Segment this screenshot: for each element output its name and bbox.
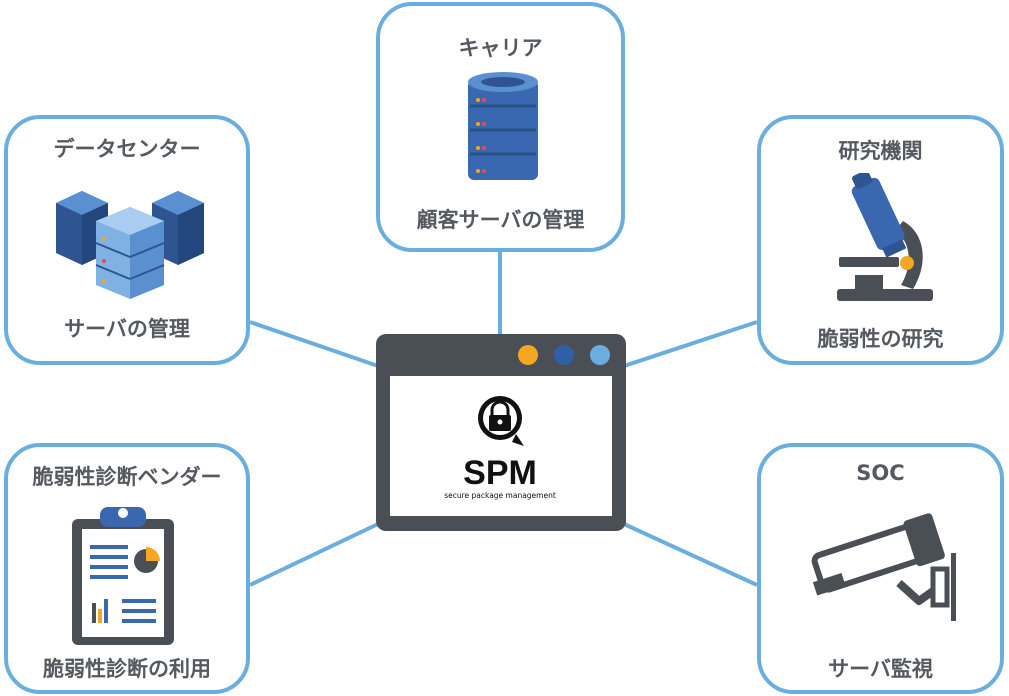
node-research: 研究機関 脆弱性の研究 [757, 115, 1004, 365]
node-datacenter: データセンター サーバの管理 [4, 115, 250, 365]
node-caption: 脆弱性の研究 [817, 327, 944, 351]
node-caption: サーバ監視 [828, 657, 933, 681]
node-title: SOC [856, 461, 905, 485]
window-dot-blue [554, 345, 574, 365]
connector-research [623, 320, 758, 368]
node-soc: SOC サーバ監視 [757, 443, 1004, 694]
window-dot-light-blue [590, 345, 610, 365]
node-caption: 顧客サーバの管理 [416, 208, 585, 232]
node-title: データセンター [53, 137, 201, 161]
window-dot-orange [518, 345, 538, 365]
spm-logo-subtext: secure package management [444, 491, 556, 500]
security-camera-icon [811, 513, 956, 621]
clipboard-report-icon [72, 507, 174, 645]
spm-lock-icon [478, 396, 524, 446]
node-caption: 脆弱性診断の利用 [43, 657, 211, 681]
microscope-icon [837, 173, 933, 301]
node-title: 研究機関 [838, 139, 923, 163]
connector-soc [623, 522, 758, 587]
connector-datacenter [249, 320, 379, 368]
spm-logo-text: SPM [463, 454, 537, 492]
spm-window: SPM secure package management [376, 334, 626, 531]
node-caption: サーバの管理 [64, 317, 190, 341]
node-vendor: 脆弱性診断ベンダー 脆弱性診断の利用 [4, 443, 250, 694]
node-title: キャリア [458, 36, 543, 60]
node-title: 脆弱性診断ベンダー [32, 465, 222, 489]
database-server-icon [468, 72, 538, 180]
server-racks-icon [56, 191, 204, 299]
connector-vendor [249, 522, 379, 587]
node-carrier: キャリア 顧客サーバの管理 [376, 2, 625, 252]
